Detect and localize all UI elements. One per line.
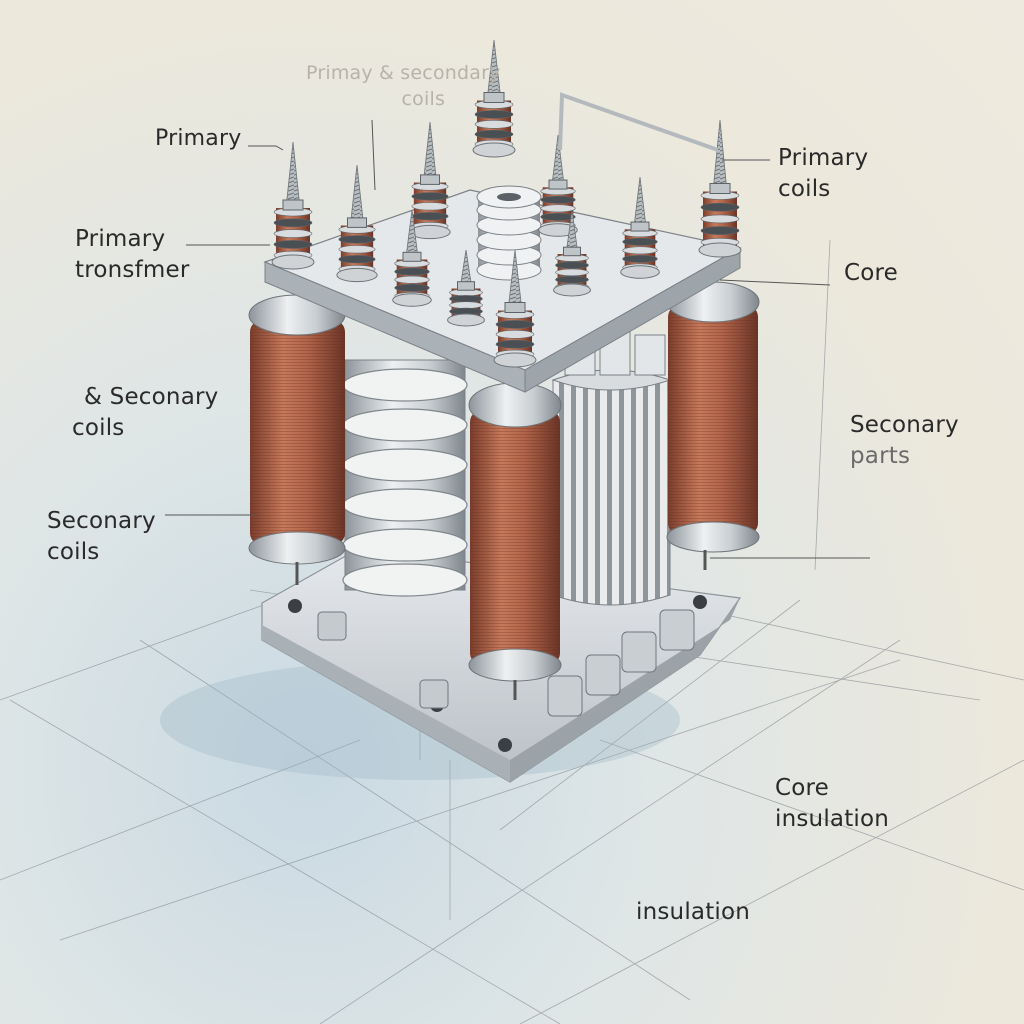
label-primary-coils-right-line2: coils — [778, 176, 831, 202]
bushing — [472, 39, 516, 158]
label-core-insulation-line1: Core — [775, 775, 830, 801]
bushing — [553, 209, 591, 297]
bushing — [447, 249, 485, 327]
label-top-faded-line2: coils — [401, 88, 446, 110]
label-primary-transformer-line2: tronsfmer — [75, 257, 190, 283]
label-primary-transformer-line1: Primary — [75, 226, 166, 252]
bushing — [336, 164, 378, 283]
right-coil — [666, 281, 760, 570]
left-coil — [248, 294, 346, 585]
label-primary-coils-right: Primary coils — [778, 143, 868, 205]
label-core: Core — [844, 260, 899, 286]
bushing — [493, 249, 537, 368]
bushing — [409, 121, 451, 240]
bushing — [620, 176, 660, 279]
label-top-faded-line1: Primay & secondary — [306, 62, 501, 84]
label-core-insulation-line2: insulation — [775, 806, 890, 832]
label-and-secondary-line1: & Seconary — [84, 384, 219, 410]
disc-stack — [342, 359, 468, 597]
bushing — [392, 209, 432, 307]
bushings — [271, 39, 742, 368]
label-primary-small: Primary — [155, 126, 242, 151]
label-secondary-parts-line2: parts — [850, 443, 911, 469]
label-secondary-parts-line1: Seconary — [850, 412, 959, 438]
bus-bar — [558, 92, 719, 152]
bushing — [538, 134, 578, 237]
label-secondary-coils-line1: Seconary — [47, 508, 156, 534]
bushing — [698, 119, 742, 258]
label-insulation: insulation — [636, 899, 751, 925]
label-secondary-coils: Seconary coils — [47, 506, 156, 568]
label-primary-coils-right-line1: Primary — [778, 145, 869, 171]
label-secondary-parts: Seconary parts — [850, 410, 959, 472]
label-and-secondary: & Seconary coils — [72, 382, 218, 444]
top-disc-stack — [476, 185, 542, 281]
bushing — [271, 141, 315, 270]
front-coil — [468, 382, 562, 700]
leader-lines — [165, 119, 870, 559]
label-secondary-coils-line2: coils — [47, 539, 100, 565]
label-primary-transformer: Primary tronsfmer — [75, 224, 190, 286]
label-and-secondary-line2: coils — [72, 415, 125, 441]
label-core-insulation: Core insulation — [775, 773, 889, 835]
label-top-faded: Primay & secondary coils — [306, 60, 501, 112]
ribbed-core — [551, 329, 672, 606]
